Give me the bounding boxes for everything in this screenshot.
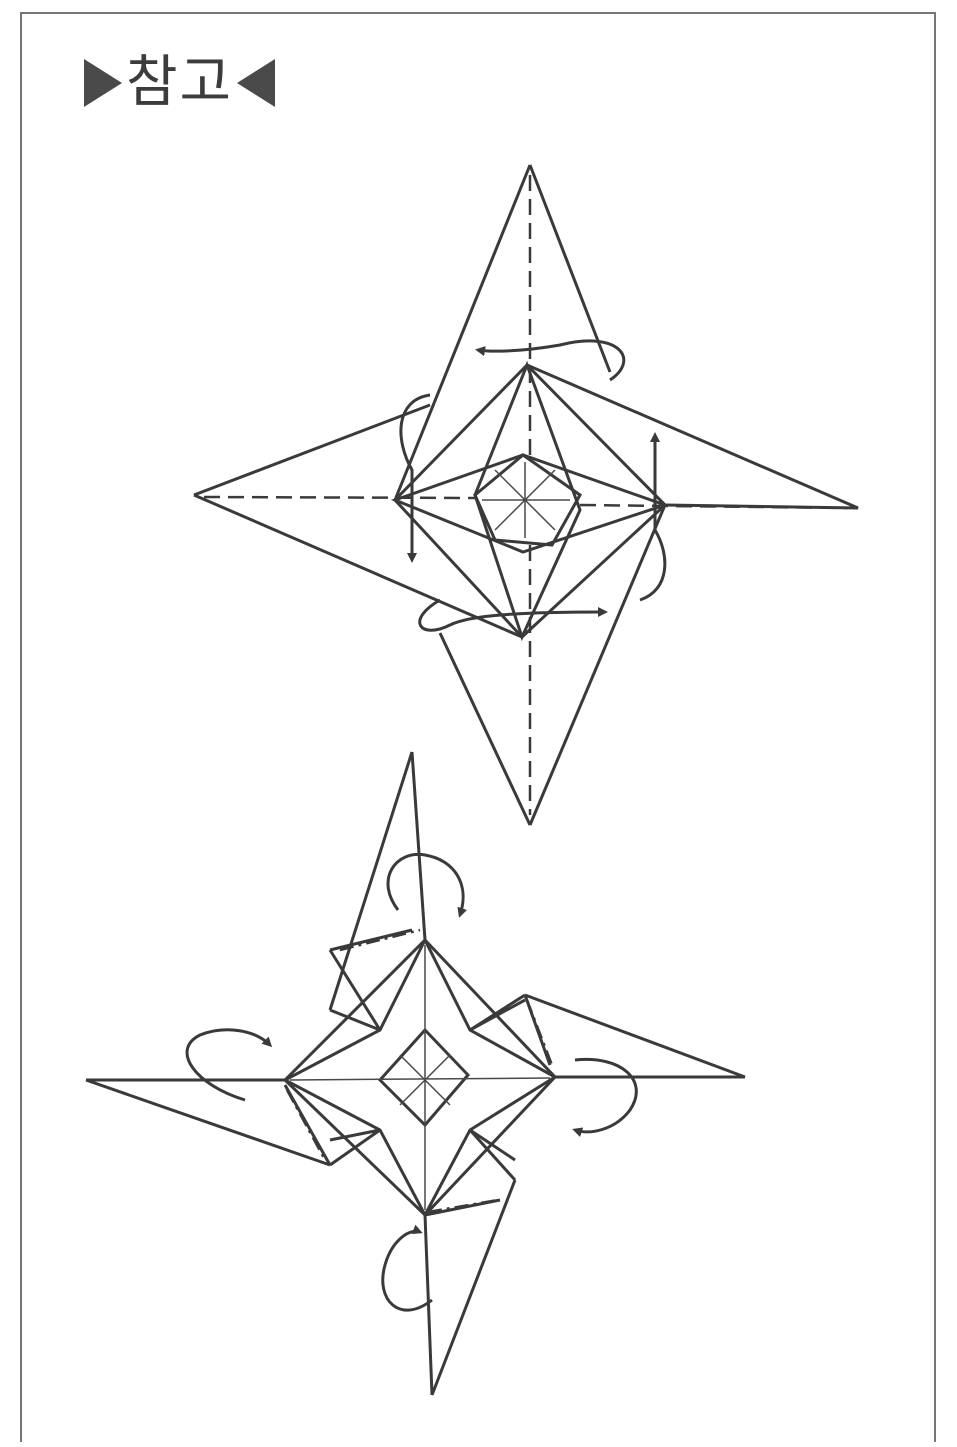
pinwheel-bottom-blade (425, 1180, 515, 1395)
shuriken-pinwheel (86, 752, 745, 1395)
star-center-creases (482, 462, 570, 538)
pinwheel-arrow-right (575, 1059, 636, 1131)
star-bottom-blade (440, 505, 665, 825)
pinwheel-arrow-top (388, 854, 463, 915)
pinwheel-center-square (380, 1030, 468, 1125)
shuriken-star-four-point (194, 165, 858, 825)
pinwheel-crease-right (527, 1000, 552, 1065)
pinwheel-inner-outline (285, 940, 555, 1215)
star-left-blade (194, 405, 522, 637)
star-right-blade (527, 365, 858, 508)
star-top-blade (395, 165, 610, 500)
pinwheel-left-blade (86, 1080, 330, 1165)
pinwheel-center-creases (290, 945, 550, 1210)
pinwheel-right-blade (525, 995, 745, 1077)
pinwheel-arrow-left (187, 1030, 270, 1100)
pinwheel-inner-kites (285, 940, 555, 1215)
